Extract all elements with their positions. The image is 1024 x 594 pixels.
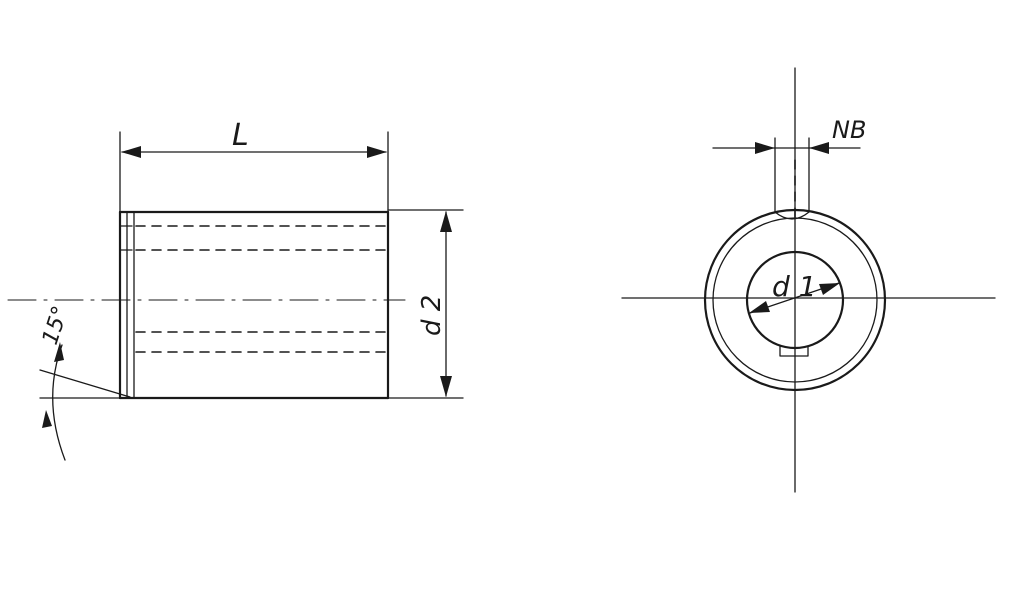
hidden-lines [120, 225, 389, 353]
chamfer-angle-dimension: 15° [38, 303, 131, 461]
keyway-slot [774, 137, 810, 357]
outer-chamfer-circle [712, 217, 878, 383]
diameter-d2-label: d 2 [417, 295, 447, 336]
side-view: L d 2 15° [7, 118, 464, 461]
length-label: L [232, 118, 249, 153]
keyway-width-dimension: NB [712, 116, 866, 154]
bore-d1-label: d 1 [772, 270, 817, 303]
length-dimension: L [119, 118, 389, 213]
diameter-d2-dimension: d 2 [387, 209, 464, 399]
bore-d1-dimension: d 1 [749, 270, 840, 314]
bore-circle [745, 250, 845, 350]
keyway-width-label: NB [832, 116, 866, 144]
front-view: NB d 1 [621, 67, 996, 493]
chamfer-angle-label: 15° [38, 303, 74, 348]
bushing-body-outline [118, 210, 390, 400]
